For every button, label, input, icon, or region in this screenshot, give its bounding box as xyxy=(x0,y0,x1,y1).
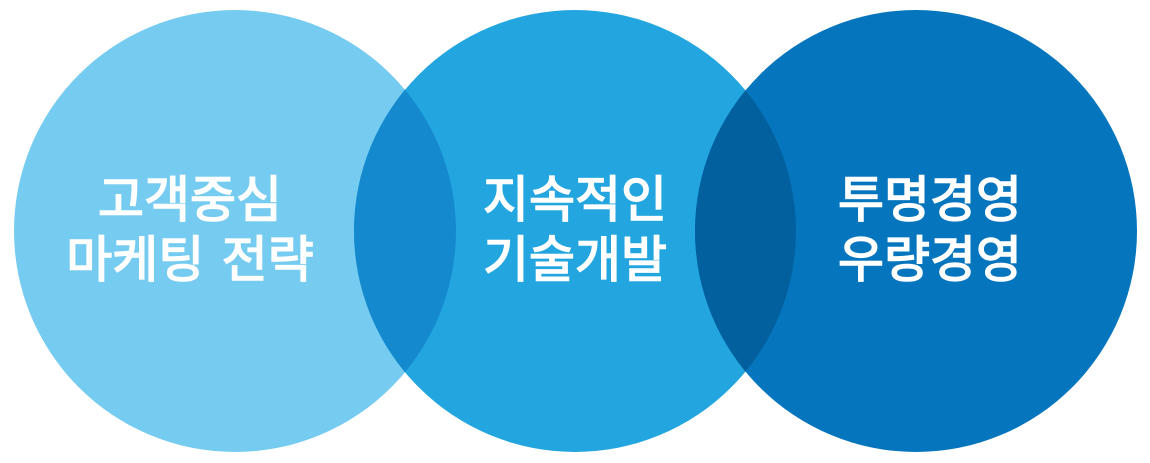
label-customer-marketing-line1: 고객중심 xyxy=(98,171,282,229)
label-customer-marketing-line2: 마케팅 전략 xyxy=(66,231,313,289)
circle-tech-development xyxy=(354,10,796,452)
label-transparent-management-line2: 우량경영 xyxy=(838,231,1022,289)
label-tech-development-line2: 기술개발 xyxy=(483,231,667,289)
circle-customer-marketing xyxy=(14,10,456,452)
circle-transparent-management xyxy=(695,10,1137,452)
label-tech-development-line1: 지속적인 xyxy=(483,171,667,229)
label-transparent-management-line1: 투명경영 xyxy=(838,171,1022,229)
